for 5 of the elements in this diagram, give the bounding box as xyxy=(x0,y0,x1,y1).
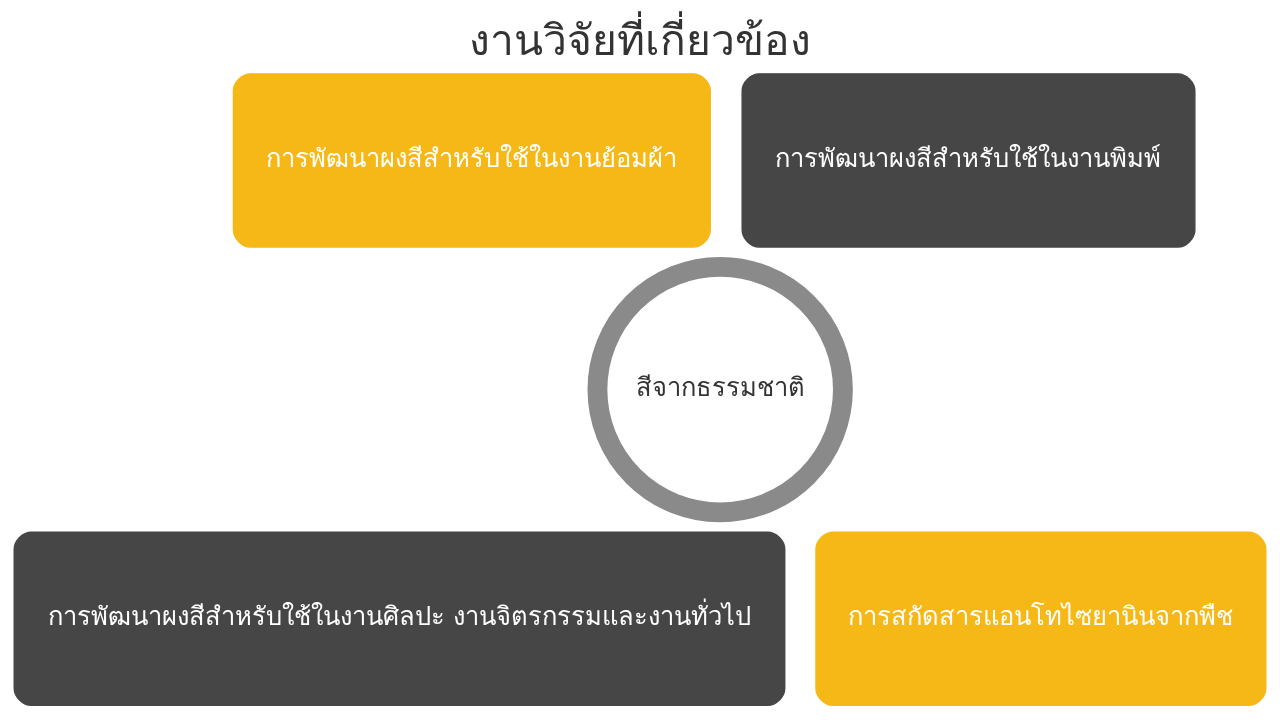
node-circle: สีจากธรรมชาติ xyxy=(587,256,853,522)
node-box: การพัฒนาผงสีสำหรับใช้ในงานย้อมผ้า xyxy=(232,72,711,248)
node-box: การพัฒนาผงสีสำหรับใช้ในงานพิมพ์ xyxy=(741,72,1196,248)
node-box: การพัฒนาผงสีสำหรับใช้ในงานศิลปะ งานจิตรกรรมและงานทั่วไป xyxy=(13,531,786,706)
node-box: การสกัดสารแอนโทไซยานินจากพืช xyxy=(815,531,1267,706)
